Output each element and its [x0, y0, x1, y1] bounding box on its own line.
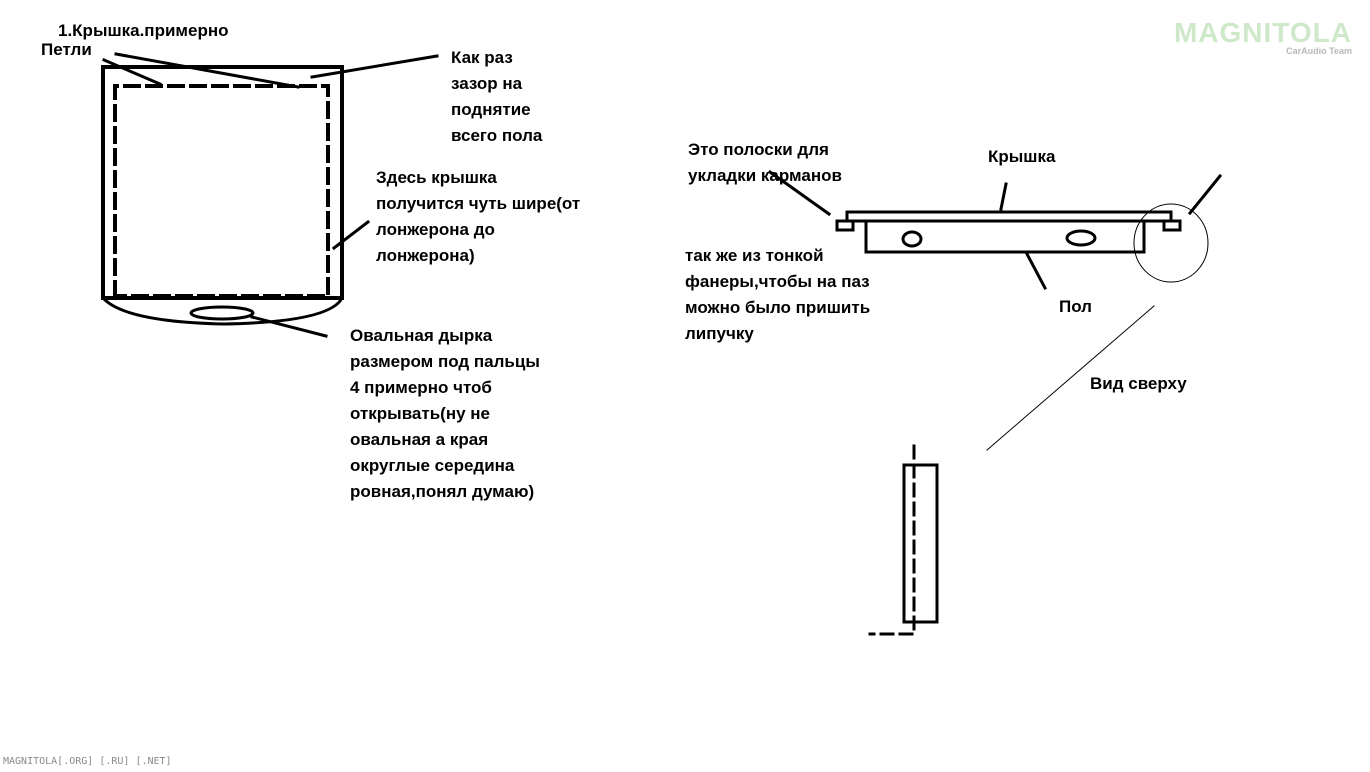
- oval-hole-label-line-6: округлые середина: [350, 456, 515, 475]
- detail-pointer-line: [1187, 173, 1223, 216]
- oval-hole-label-line-4: открывать(ну не: [350, 404, 490, 423]
- wider-label-line-1: Здесь крышка: [376, 168, 497, 187]
- gap-label-line-3: поднятие: [451, 100, 531, 119]
- left-strip: [835, 219, 855, 232]
- gap-label: Как раз зазор на поднятие всего пола: [451, 45, 542, 149]
- watermark-logo: MAGNITOLA CarAudio Team: [1173, 17, 1352, 57]
- top-view-dashed-edge: [868, 444, 916, 636]
- hinges-pointer-line: [102, 58, 162, 86]
- lid-inner-dashed-outline: [113, 84, 330, 298]
- wider-label-line-4: лонжерона): [376, 246, 475, 265]
- title-label: 1.Крышка.примерно: [58, 21, 229, 40]
- gap-label-line-1: Как раз: [451, 48, 513, 67]
- floor-hole-left: [901, 230, 923, 248]
- title-pointer-line: [114, 52, 300, 89]
- top-view-label: Вид сверху: [1090, 374, 1187, 393]
- oval-hole-label-line-7: ровная,понял думаю): [350, 482, 535, 501]
- oval-hole-label: Овальная дырка размером под пальцы 4 при…: [350, 323, 540, 505]
- strips-pointer-line: [767, 169, 832, 217]
- plywood-label: так же из тонкой фанеры,чтобы на паз мож…: [685, 243, 870, 347]
- watermark-logo-subtitle: CarAudio Team: [1286, 46, 1352, 56]
- lid-label: Крышка: [988, 147, 1056, 166]
- floor-hole-right: [1065, 229, 1097, 247]
- gap-label-line-2: зазор на: [451, 74, 523, 93]
- lid-outer-rect: [101, 65, 344, 300]
- floor-panel: [864, 219, 1146, 254]
- right-strip: [1162, 219, 1182, 232]
- watermark-logo-text: MAGNITOLA: [1173, 17, 1352, 48]
- oval-finger-hole: [189, 305, 255, 321]
- oval-hole-label-line-2: размером под пальцы: [350, 352, 540, 371]
- detail-circle: [1133, 203, 1209, 283]
- top-view-panel: [902, 463, 939, 624]
- gap-label-line-4: всего пола: [451, 126, 543, 145]
- wider-label-line-2: получится чуть шире(от: [376, 194, 581, 213]
- section-drawing: [767, 169, 1223, 451]
- lid-pointer-line: [999, 182, 1008, 211]
- wider-label: Здесь крышка получится чуть шире(от лонж…: [376, 165, 580, 269]
- wider-pointer-line: [331, 219, 371, 251]
- strips-label-line-2: укладки карманов: [688, 166, 842, 185]
- strips-label: Это полоски для укладки карманов: [688, 137, 842, 189]
- plywood-label-line-3: можно было пришить: [685, 298, 871, 317]
- oval-hole-label-line-1: Овальная дырка: [350, 326, 493, 345]
- top-view-drawing: [868, 444, 939, 636]
- floor-label: Пол: [1059, 297, 1092, 316]
- watermark-footer: MAGNITOLA[.ORG] [.RU] [.NET]: [3, 756, 172, 767]
- lid-drawing: [100, 52, 439, 338]
- hinges-label: Петли: [41, 40, 92, 59]
- floor-pointer-line: [1024, 251, 1048, 291]
- plywood-label-line-2: фанеры,чтобы на паз: [685, 272, 870, 291]
- gap-pointer-line: [310, 54, 439, 79]
- plywood-label-line-1: так же из тонкой: [685, 246, 824, 265]
- plywood-label-line-4: липучку: [685, 324, 754, 343]
- lid-bottom-curve: [100, 295, 345, 326]
- wider-label-line-3: лонжерона до: [376, 220, 495, 239]
- oval-hole-label-line-3: 4 примерно чтоб: [350, 378, 492, 397]
- oval-hole-label-line-5: овальная а края: [350, 430, 489, 449]
- oval-hole-pointer-line: [250, 315, 328, 338]
- top-view-leader-line: [986, 305, 1155, 451]
- strips-label-line-1: Это полоски для: [688, 140, 829, 159]
